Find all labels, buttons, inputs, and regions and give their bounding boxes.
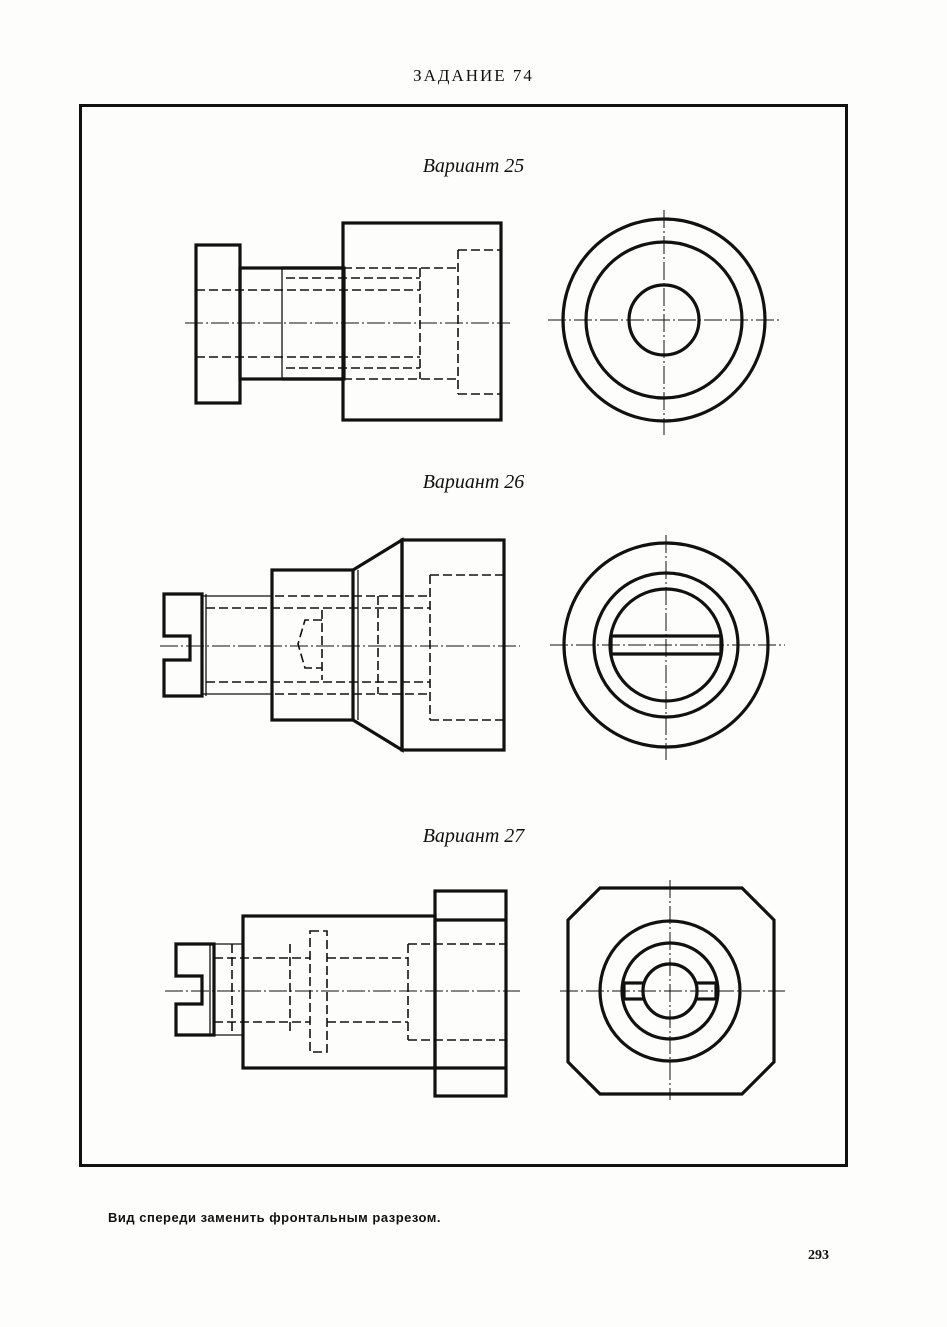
variant-27-side-view — [560, 880, 785, 1100]
variant-25-front-view — [185, 223, 510, 420]
page-number: 293 — [808, 1248, 829, 1264]
variant-25-side-view — [548, 210, 780, 435]
variant-27-front-view — [165, 891, 520, 1096]
instruction-text: Вид спереди заменить фронтальным разрезо… — [108, 1210, 441, 1225]
variant-26-front-view — [160, 540, 520, 750]
variant-26-side-view — [550, 535, 785, 760]
